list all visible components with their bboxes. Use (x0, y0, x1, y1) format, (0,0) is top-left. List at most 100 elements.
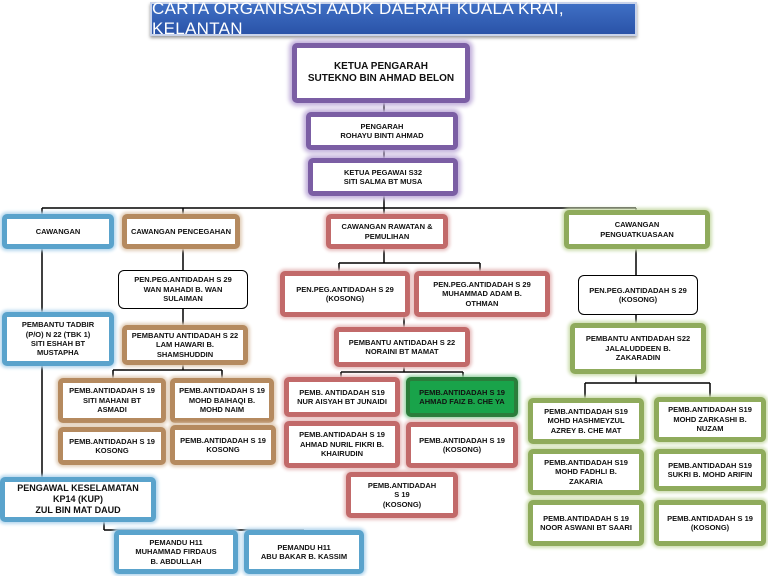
pencegahan-s22-line3: SHAMSHUDDIN (156, 349, 214, 359)
kuasa-s19-b-line2: MOHD ZARKASHI B. (673, 414, 747, 424)
kuasa-s19-d-box: PEMB.ANTIDADAH S19 SUKRI B. MOHD ARIFIN (654, 449, 766, 491)
kuasa-s19-f-box: PEMB.ANTIDADAH S 19 (KOSONG) (654, 500, 766, 546)
kuasa-s19-a-line2: MOHD HASHMEYZUL (547, 416, 625, 426)
cawangan-rawatan-line1: CAWANGAN RAWATAN & (341, 222, 433, 232)
kuasa-s19-a-line1: PEMB.ANTIDADAH S19 (544, 406, 628, 416)
pemandu-1-box: PEMANDU H11 MUHAMMAD FIRDAUS B. ABDULLAH (114, 530, 238, 574)
rawatan-s22-box: PEMBANTU ANTIDADAH S 22 NORAINI BT MAMAT (334, 327, 470, 367)
kuasa-s22-line1: PEMBANTU ANTIDADAH S22 (585, 334, 691, 344)
rawatan-s19-b-box: PEMB.ANTIDADAH S 19 AHMAD FAIZ B. CHE YA (406, 377, 518, 417)
rawatan-peg-a-line2: (KOSONG) (325, 294, 365, 303)
kuasa-s22-line2: JALALUDDEEN B. (605, 343, 671, 353)
rawatan-peg-b-line2: MUHAMMAD ADAM B. (442, 289, 522, 299)
rawatan-s22-line1: PEMBANTU ANTIDADAH S 22 (348, 337, 456, 347)
kuasa-s19-b-box: PEMB.ANTIDADAH S19 MOHD ZARKASHI B. NUZA… (654, 397, 766, 442)
cawangan-pencegahan-label: CAWANGAN PENCEGAHAN (130, 226, 231, 236)
cawangan-penguatkuasaan-box: CAWANGAN PENGUATKUASAAN (564, 210, 710, 249)
kuasa-s19-f-line2: (KOSONG) (690, 523, 730, 532)
cawangan-box: CAWANGAN (2, 214, 114, 249)
pencegahan-s19-c-line1: PEMB.ANTIDADAH S 19 (69, 436, 155, 446)
pencegahan-peg-line2: WAN MAHADI B. WAN (143, 284, 223, 294)
kuasa-s19-f-line1: PEMB.ANTIDADAH S 19 (667, 513, 753, 523)
kuasa-s19-c-line1: PEMB.ANTIDADAH S19 (544, 457, 628, 467)
cawangan-penguatkuasaan-line2: PENGUATKUASAAN (600, 229, 674, 239)
rawatan-s19-a-line2: NUR AISYAH BT JUNAIDI (297, 397, 387, 406)
kuasa-s19-e-line2: NOOR ASWANI BT SAARI (540, 523, 632, 532)
kuasa-s19-d-line2: SUKRI B. MOHD ARIFIN (667, 470, 753, 479)
pencegahan-s22-box: PEMBANTU ANTIDADAH S 22 LAM HAWARI B. SH… (122, 325, 248, 365)
kuasa-s19-b-line3: NUZAM (696, 424, 724, 434)
pencegahan-s19-a-line1: PEMB.ANTIDADAH S 19 (69, 386, 155, 396)
kuasa-s19-c-line3: ZAKARIA (569, 476, 603, 486)
pembantu-tadbir-box: PEMBANTU TADBIR (P/O) N 22 (TBK 1) SITI … (2, 312, 114, 366)
pemandu-2-box: PEMANDU H11 ABU BAKAR B. KASSIM (244, 530, 364, 574)
pencegahan-s19-b-line2: MOHD BAIHAQI B. (188, 395, 256, 405)
rawatan-peg-b-line1: PEN.PEG.ANTIDADAH S 29 (433, 279, 531, 289)
rawatan-peg-a-box: PEN.PEG.ANTIDADAH S 29 (KOSONG) (280, 271, 410, 317)
rawatan-s19-e-line3: (KOSONG) (382, 499, 422, 509)
rawatan-s22-line2: NORAINI BT MAMAT (365, 347, 439, 356)
kuasa-s19-a-box: PEMB.ANTIDADAH S19 MOHD HASHMEYZUL AZREY… (528, 398, 644, 444)
rawatan-s19-d-line2: (KOSONG) (442, 445, 482, 454)
chart-title: CARTA ORGANISASI AADK DAERAH KUALA KRAI,… (150, 0, 637, 38)
rawatan-s19-b-line2: AHMAD FAIZ B. CHE YA (419, 397, 505, 406)
rawatan-s19-e-line1: PEMB.ANTIDADAH (367, 480, 437, 490)
rawatan-peg-b-line3: OTHMAN (465, 298, 499, 308)
kuasa-s19-b-line1: PEMB.ANTIDADAH S19 (668, 405, 752, 415)
pemandu-1-line3: B. ABDULLAH (150, 556, 202, 566)
cawangan-rawatan-line2: PEMULIHAN (364, 231, 410, 241)
pengawal-line2: KP14 (KUP) (52, 493, 103, 504)
rawatan-s19-c-line1: PEMB.ANTIDADAH S 19 (299, 430, 385, 440)
kuasa-s22-line3: ZAKARADIN (615, 353, 661, 363)
rawatan-s19-e-line2: S 19 (394, 490, 410, 500)
ketua-pengarah-name: SUTEKNO BIN AHMAD BELON (307, 73, 455, 84)
kuasa-peg-line1: PEN.PEG.ANTIDADAH S 29 (589, 285, 687, 295)
pemandu-2-line1: PEMANDU H11 (277, 542, 331, 552)
kuasa-s19-e-box: PEMB.ANTIDADAH S 19 NOOR ASWANI BT SAARI (528, 500, 644, 546)
pencegahan-s22-line2: LAM HAWARI B. (156, 340, 214, 350)
kuasa-s22-box: PEMBANTU ANTIDADAH S22 JALALUDDEEN B. ZA… (570, 323, 706, 374)
ketua-pengarah-title: KETUA PENGARAH (333, 60, 429, 72)
pemandu-2-line2: ABU BAKAR B. KASSIM (260, 552, 348, 561)
pengawal-line3: ZUL BIN MAT DAUD (35, 505, 121, 516)
rawatan-s19-c-line3: KHAIRUDIN (320, 449, 364, 459)
pengarah-box: PENGARAH ROHAYU BINTI AHMAD (306, 112, 458, 150)
pengawal-keselamatan-box: PENGAWAL KESELAMATAN KP14 (KUP) ZUL BIN … (0, 477, 156, 522)
rawatan-s19-b-line1: PEMB.ANTIDADAH S 19 (419, 387, 505, 397)
rawatan-peg-a-line1: PEN.PEG.ANTIDADAH S 29 (296, 284, 394, 294)
kuasa-peg-line2: (KOSONG) (618, 295, 658, 304)
rawatan-s19-d-box: PEMB.ANTIDADAH S 19 (KOSONG) (406, 422, 518, 468)
kuasa-peg-box: PEN.PEG.ANTIDADAH S 29 (KOSONG) (578, 275, 698, 315)
pengarah-name: ROHAYU BINTI AHMAD (340, 131, 424, 140)
rawatan-s19-d-line1: PEMB.ANTIDADAH S 19 (419, 435, 505, 445)
pencegahan-peg-line3: SULAIMAN (163, 294, 203, 304)
rawatan-s19-e-box: PEMB.ANTIDADAH S 19 (KOSONG) (346, 472, 458, 518)
ketua-pengarah-box: KETUA PENGARAH SUTEKNO BIN AHMAD BELON (292, 43, 470, 103)
pencegahan-s19-b-line3: MOHD NAIM (199, 405, 245, 415)
pencegahan-s19-b-box: PEMB.ANTIDADAH S 19 MOHD BAIHAQI B. MOHD… (170, 378, 274, 423)
cawangan-rawatan-box: CAWANGAN RAWATAN & PEMULIHAN (326, 214, 448, 249)
kuasa-s19-e-line1: PEMB.ANTIDADAH S 19 (543, 513, 629, 523)
cawangan-penguatkuasaan-line1: CAWANGAN (614, 220, 660, 230)
rawatan-s19-a-line1: PEMB. ANTIDADAH S19 (299, 387, 385, 397)
pengarah-title: PENGARAH (360, 121, 404, 131)
pencegahan-peg-box: PEN.PEG.ANTIDADAH S 29 WAN MAHADI B. WAN… (118, 270, 248, 309)
pencegahan-s19-b-line1: PEMB.ANTIDADAH S 19 (179, 386, 265, 396)
pencegahan-s19-c-line2: KOSONG (95, 446, 129, 455)
cawangan-label: CAWANGAN (35, 226, 81, 236)
kuasa-s19-d-line1: PEMB.ANTIDADAH S19 (668, 460, 752, 470)
pembantu-tadbir-line2: (P/O) N 22 (TBK 1) (25, 329, 91, 339)
cawangan-pencegahan-box: CAWANGAN PENCEGAHAN (122, 214, 240, 249)
pencegahan-peg-line1: PEN.PEG.ANTIDADAH S 29 (134, 275, 232, 285)
pencegahan-s19-c-box: PEMB.ANTIDADAH S 19 KOSONG (58, 427, 166, 465)
rawatan-s19-c-line2: AHMAD NURIL FIKRI B. (299, 439, 385, 449)
rawatan-peg-b-box: PEN.PEG.ANTIDADAH S 29 MUHAMMAD ADAM B. … (414, 271, 550, 317)
pencegahan-s19-a-box: PEMB.ANTIDADAH S 19 SITI MAHANI BT ASMAD… (58, 378, 166, 423)
pembantu-tadbir-line4: MUSTAPHA (37, 348, 79, 358)
ketua-pegawai-box: KETUA PEGAWAI S32 SITI SALMA BT MUSA (308, 158, 458, 196)
kuasa-s19-a-line3: AZREY B. CHE MAT (550, 425, 622, 435)
ketua-pegawai-name: SITI SALMA BT MUSA (343, 177, 423, 186)
kuasa-s19-c-line2: MOHD FADHLI B. (555, 467, 617, 477)
pencegahan-s19-a-line2: SITI MAHANI BT (83, 395, 141, 405)
ketua-pegawai-title: KETUA PEGAWAI S32 (343, 167, 423, 177)
